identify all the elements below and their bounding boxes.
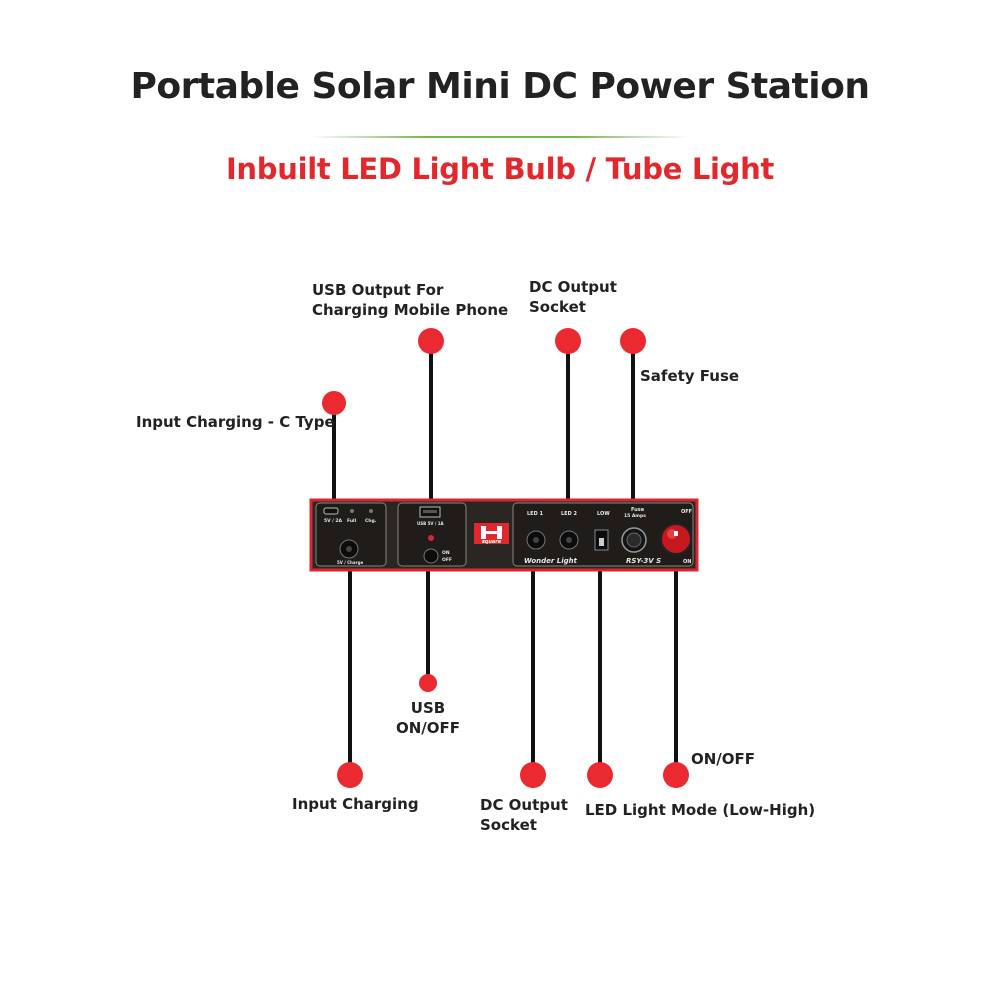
label-dc-output-top-text: DC Output Socket [529,278,617,316]
dot-on-off [663,762,689,788]
usb-led-indicator [428,535,434,541]
led-mode-switch-rocker [599,538,604,546]
label-led-mode: LED Light Mode (Low-High) [585,801,816,819]
usb-a-port-tongue [423,510,437,513]
dc-input-jack-pin [346,546,352,552]
dot-input-c-type [322,391,346,415]
label-dc-output-bottom-text: DC Output Socket [480,796,568,834]
dot-usb-output [418,328,444,354]
label-usb-on-off-text: USB ON/OFF [395,699,461,737]
fuse-rating-text: 15 Amps [624,513,646,519]
on-text: ON [683,559,691,565]
dot-input-charging [337,762,363,788]
model-text: RSY-3V S [626,557,661,565]
label-input-c-type: Input Charging - C Type [136,413,335,431]
usb-on-text: ON [442,550,450,556]
dot-dc-output-bottom [520,762,546,788]
front-panel: 5V / 2A Full Chg. 5V / Charge USB 5V / 1… [309,498,699,572]
usb-rating-text: USB 5V / 1A [417,521,444,526]
label-usb-on-off: USB ON/OFF [388,698,468,738]
wonder-light-text: Wonder Light [524,557,578,565]
leader-lines [332,341,678,775]
input-section-frame [315,502,387,567]
c-type-rating-text: 5V / 2A [324,518,343,524]
power-switch-mark [674,531,678,536]
led1-socket-pin [533,537,539,543]
label-on-off: ON/OFF [691,750,756,768]
usb-off-text: OFF [442,557,452,563]
label-input-charging: Input Charging [292,795,419,813]
usb-switch [423,548,439,564]
full-indicator [350,509,354,513]
page-subtitle: Inbuilt LED Light Bulb / Tube Light [225,152,775,186]
label-usb-output-text: USB Output For Charging Mobile Phone [312,281,509,319]
led1-text: LED 1 [527,511,543,517]
fuse-text: Fuse [631,507,645,513]
dot-usb-on-off [419,674,437,692]
input-rating-text: 5V / Charge [337,560,363,565]
power-switch [660,523,692,555]
led2-text: LED 2 [561,511,577,517]
chg-text: Chg. [365,518,377,524]
full-text: Full [347,518,357,524]
title-divider [310,136,690,138]
brand-logo-text: square [482,539,502,545]
page-title: Portable Solar Mini DC Power Station [130,66,870,107]
dot-safety-fuse [620,328,646,354]
label-safety-fuse: Safety Fuse [640,367,740,385]
low-text: LOW [597,511,610,517]
dot-led-mode [587,762,613,788]
label-dc-output-top: DC Output Socket [529,277,617,317]
usb-c-port [323,507,339,515]
charge-indicator [369,509,373,513]
callout-dots [322,328,689,788]
label-usb-output: USB Output For Charging Mobile Phone [312,280,508,320]
dot-dc-output-top [555,328,581,354]
off-text: OFF [681,509,692,515]
brand-logo-h-mark [481,526,502,539]
fuse-holder-cap [626,532,642,548]
label-dc-output-bottom: DC Output Socket [480,795,568,835]
led2-socket-pin [566,537,572,543]
usb-section-frame [397,502,467,567]
